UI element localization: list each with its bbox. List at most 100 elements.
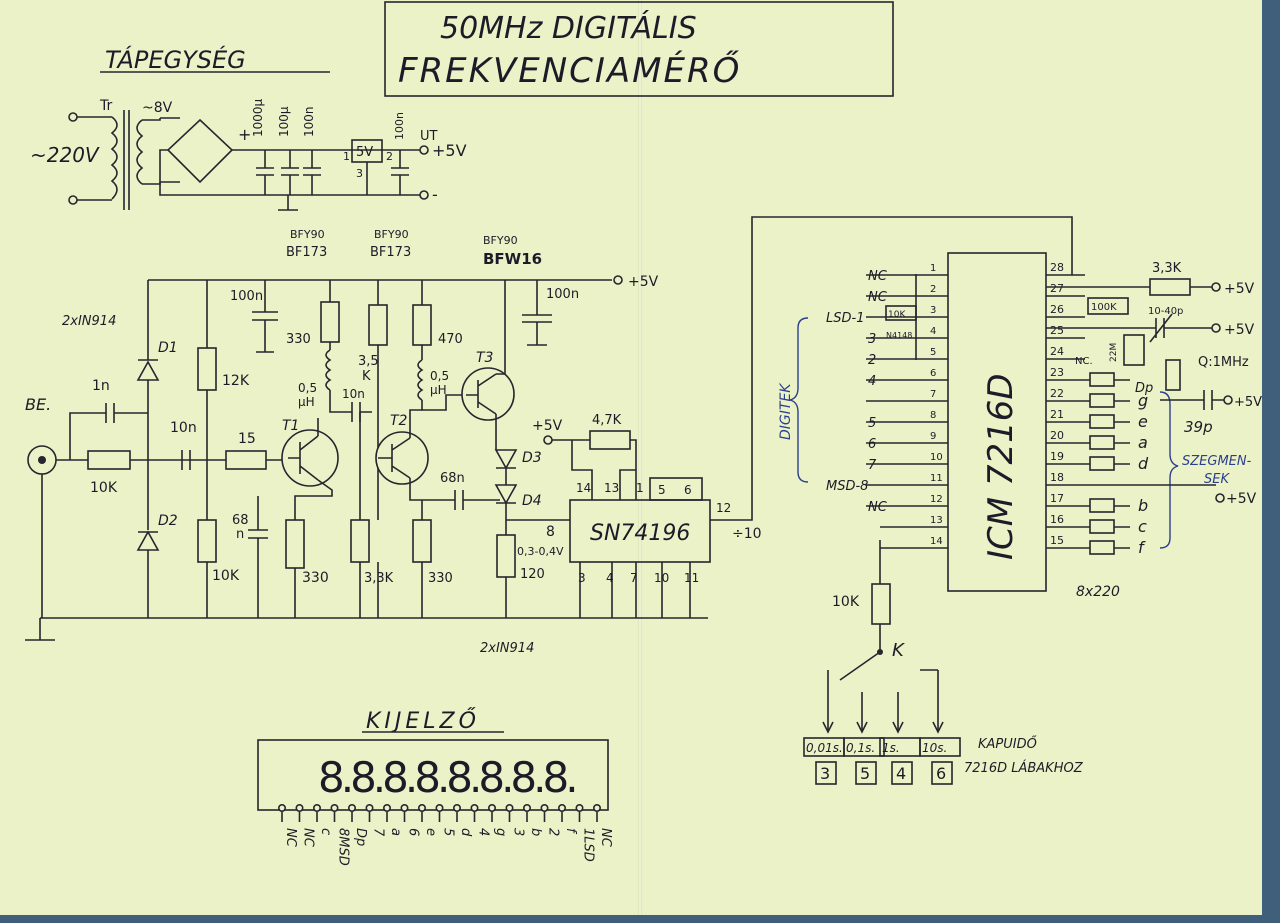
display-pin-label: 7 bbox=[371, 828, 386, 837]
c68-unit: n bbox=[236, 527, 244, 542]
c-input-label: 1n bbox=[92, 378, 110, 394]
schematic-paper bbox=[0, 0, 1262, 915]
c39-label: 39p bbox=[1184, 418, 1213, 436]
icm-pin-7: 7 bbox=[930, 389, 936, 400]
icm-pin-11: 11 bbox=[930, 473, 943, 484]
icm-left-label: NC bbox=[868, 500, 888, 515]
gate-pin: 5 bbox=[860, 764, 870, 783]
icm-pin-4: 4 bbox=[930, 326, 936, 337]
title-line-1: 50MHz DIGITÁLIS bbox=[440, 10, 697, 46]
icm-left-label: 7 bbox=[868, 458, 877, 473]
display-pin-label: a bbox=[388, 828, 403, 836]
gate-time-label: KAPUIDŐ bbox=[978, 736, 1038, 752]
ic-pin4: 4 bbox=[606, 571, 614, 585]
segment-label-e: e bbox=[1138, 412, 1148, 431]
r470-label: 470 bbox=[438, 332, 463, 347]
digits-bracket-label: DIGITEK bbox=[778, 382, 794, 440]
primary-coil bbox=[110, 116, 118, 200]
transistor-t3 bbox=[461, 367, 515, 421]
t3-label: T3 bbox=[476, 350, 493, 366]
diodes-label: 2xIN914 bbox=[62, 314, 116, 329]
r22m bbox=[1123, 334, 1145, 366]
c100u-label: 100µ bbox=[277, 106, 291, 137]
icm-pin-16: 16 bbox=[1050, 513, 1064, 526]
ic-pin11: 11 bbox=[684, 571, 699, 585]
t1-alt-type: BF173 bbox=[286, 245, 327, 260]
transistor-t2 bbox=[375, 431, 429, 485]
input-label: BE. bbox=[25, 395, 51, 414]
title-line-2: FREKVENCIAMÉRŐ bbox=[398, 50, 741, 91]
vcc-label: +5V bbox=[628, 274, 659, 290]
c10n-label: 10n bbox=[342, 387, 365, 401]
r15-label: 15 bbox=[238, 431, 256, 447]
t2-alt-type: BF173 bbox=[370, 245, 411, 260]
display-pin-label: g bbox=[493, 828, 508, 836]
mains-label: ~220V bbox=[30, 143, 100, 167]
n4148-label: N4148 bbox=[886, 331, 912, 340]
icm-pin-15: 15 bbox=[1050, 534, 1064, 547]
r10k-gate-label: 10K bbox=[832, 594, 860, 610]
t3-alt-type: BFW16 bbox=[483, 250, 542, 268]
segment-resistors-label: 8x220 bbox=[1076, 584, 1120, 600]
secondary-coil bbox=[136, 119, 144, 185]
t2-type: BFY90 bbox=[374, 228, 409, 241]
regulator-label: 5V bbox=[356, 145, 373, 160]
r330-t1 bbox=[320, 301, 340, 343]
icm-pin-18: 18 bbox=[1050, 471, 1064, 484]
diode-d4 bbox=[494, 484, 518, 505]
c100n-label: 100n bbox=[302, 106, 316, 137]
segment-label-b: b bbox=[1138, 496, 1148, 515]
vdrop-label: 0,3-0,4V bbox=[517, 545, 564, 558]
icm-pin-5: 5 bbox=[930, 347, 936, 358]
icm-pin-24: 24 bbox=[1050, 345, 1064, 358]
icm-left-label: 5 bbox=[868, 416, 876, 431]
segment-resistor bbox=[1089, 519, 1115, 534]
d4-label: D4 bbox=[522, 493, 542, 509]
segment-resistor bbox=[1089, 498, 1115, 513]
r3-3k bbox=[350, 519, 370, 563]
trimcap-label: 10-40p bbox=[1148, 306, 1183, 317]
inductor-l1 bbox=[325, 349, 332, 391]
vcc-28: +5V bbox=[1224, 281, 1255, 297]
display-module bbox=[257, 739, 609, 811]
display-pin-label: c bbox=[318, 828, 333, 835]
segment-resistor bbox=[1089, 540, 1115, 555]
gate-option: 10s. bbox=[922, 741, 947, 755]
reg-pin3: 3 bbox=[356, 167, 363, 180]
segment-resistor bbox=[1089, 456, 1115, 471]
c100n-out-label: 100n bbox=[393, 112, 406, 140]
t3-type: BFY90 bbox=[483, 234, 518, 247]
icm-pin-6: 6 bbox=[930, 368, 936, 379]
icm-pin-23: 23 bbox=[1050, 366, 1064, 379]
power-supply-section: TÁPEGYSÉG Tr ~220V ~8V + 1000µ 100µ 100n… bbox=[30, 45, 467, 211]
r330-t2 bbox=[412, 519, 432, 563]
icm-left-pins: 1NC2NC3LSD-14352647859610711MSD-812NC131… bbox=[826, 263, 948, 549]
ic-pin6: 6 bbox=[684, 483, 692, 497]
r470 bbox=[412, 304, 432, 346]
r330-emitter-label: 330 bbox=[302, 570, 329, 586]
icm-pin-13: 13 bbox=[930, 515, 943, 526]
gate-option: 0,01s. bbox=[806, 741, 843, 755]
ic-sn74196-label: SN74196 bbox=[590, 521, 690, 546]
gate-option: 1s. bbox=[882, 741, 900, 755]
psu-minus: - bbox=[432, 185, 438, 204]
r120 bbox=[496, 534, 516, 578]
diode-d2 bbox=[136, 530, 160, 551]
icm-left-label: NC bbox=[868, 269, 888, 284]
icm-pin-26: 26 bbox=[1050, 303, 1064, 316]
bridge-rectifier bbox=[166, 118, 234, 184]
icm-left-label: NC bbox=[868, 290, 888, 305]
l2-label: 0,5 bbox=[430, 369, 449, 383]
segments-label-1: SZEGMEN- bbox=[1182, 454, 1252, 469]
icm-pin-25: 25 bbox=[1050, 324, 1064, 337]
vcc-26: +5V bbox=[1224, 322, 1255, 338]
r330-t1-label: 330 bbox=[286, 332, 311, 347]
segment-resistor bbox=[1089, 414, 1115, 429]
icm-pin-27: 27 bbox=[1050, 282, 1064, 295]
vcc-cap: +5V bbox=[1234, 395, 1262, 410]
l1-unit: µH bbox=[298, 395, 315, 409]
icm-pin-3: 3 bbox=[930, 305, 936, 316]
icm-left-label: MSD-8 bbox=[826, 479, 868, 494]
